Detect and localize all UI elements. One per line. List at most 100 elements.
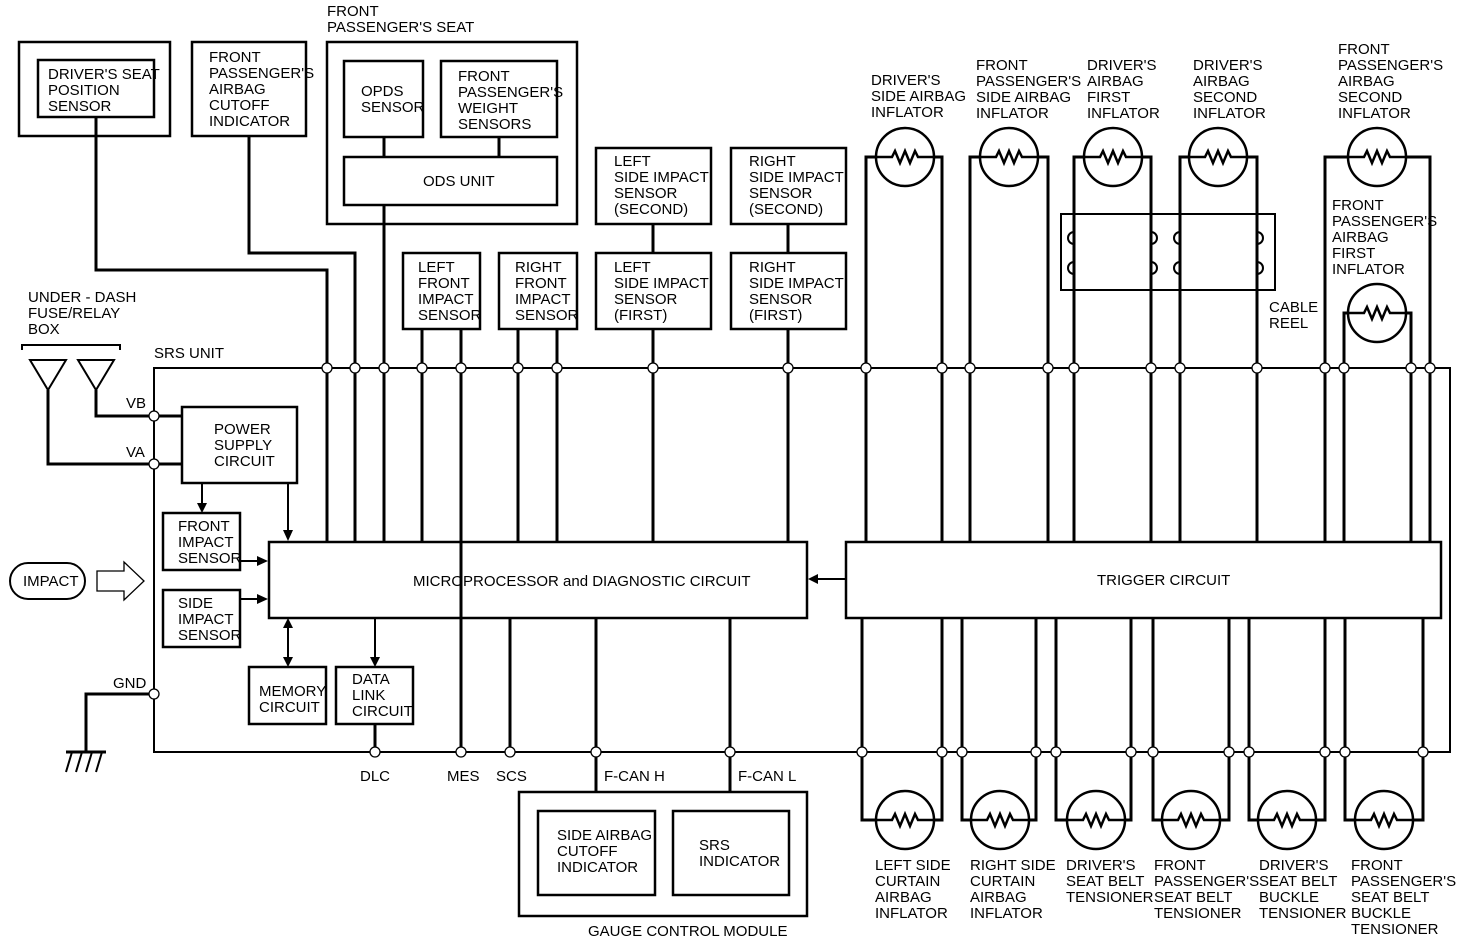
impact-label: IMPACT <box>23 573 79 590</box>
gauge-control-module-box <box>517 790 809 918</box>
junction-dot <box>1243 746 1255 758</box>
junction-dot <box>551 362 563 374</box>
label-line: REEL <box>1269 315 1308 332</box>
label-line: (FIRST) <box>749 307 802 324</box>
label-line: LEFT <box>418 259 455 276</box>
label-line: CURTAIN <box>970 873 1035 890</box>
resistor-icon <box>980 147 1038 167</box>
label-line: AIRBAG <box>1338 73 1395 90</box>
label-line: SENSOR <box>515 307 579 324</box>
internal-wiring <box>197 483 846 667</box>
resistor-icon <box>1348 303 1406 323</box>
label-line: LEFT <box>614 259 651 276</box>
right-front-impact-box <box>497 251 579 331</box>
fcan-h-label: F-CAN H <box>604 768 665 785</box>
resistor-icon <box>1084 147 1142 167</box>
label-line: CUTOFF <box>557 843 618 860</box>
label-line: SENSORS <box>458 116 531 133</box>
impact-arrow-icon <box>96 560 145 602</box>
microprocessor-box <box>267 540 809 620</box>
label-line: CUTOFF <box>209 97 270 114</box>
label-line: SIDE IMPACT <box>749 275 844 292</box>
label-line: SIDE <box>178 595 213 612</box>
label-line: LEFT SIDE <box>875 857 951 874</box>
label-line: SENSOR <box>749 185 813 202</box>
label-line: FRONT <box>178 518 230 535</box>
junction-dot <box>1125 746 1137 758</box>
label-line: CIRCUIT <box>259 699 320 716</box>
junction-dot <box>1030 746 1042 758</box>
junction-dot <box>321 362 333 374</box>
label-line: SEAT BELT <box>1154 889 1232 906</box>
resistor-icon <box>1189 147 1247 167</box>
junction-dot <box>1338 362 1350 374</box>
label-line: OPDS <box>361 83 404 100</box>
impact-pill <box>9 562 86 600</box>
label-line: SIDE AIRBAG <box>976 89 1071 106</box>
fuse-box-symbol <box>21 344 121 392</box>
label-line: FRONT <box>1332 197 1384 214</box>
label-line: BOX <box>28 321 60 338</box>
junction-dot <box>1424 362 1436 374</box>
label-line: INDICATOR <box>209 113 290 130</box>
junction-dot <box>936 362 948 374</box>
label-line: SECOND <box>1193 89 1257 106</box>
front-passengers-seat-box <box>325 40 579 226</box>
label-line: PASSENGER'S <box>1332 213 1437 230</box>
cable-reel <box>1060 213 1276 291</box>
label-line: FRONT <box>1338 41 1390 58</box>
label-line: LINK <box>352 687 385 704</box>
resistor-icon <box>876 147 934 167</box>
front-impact-sensor-box <box>161 511 242 572</box>
srs-unit-box <box>153 367 1451 753</box>
junction-dot <box>1319 362 1331 374</box>
label-line: FUSE/RELAY <box>28 305 120 322</box>
label-line: PASSENGER'S <box>458 84 563 101</box>
junction-dot <box>1068 362 1080 374</box>
junction-dot <box>1050 746 1062 758</box>
label-line: BUCKLE <box>1259 889 1319 906</box>
label-line: SECOND <box>1338 89 1402 106</box>
label-line: SIDE IMPACT <box>749 169 844 186</box>
junction-dot <box>1417 746 1429 758</box>
label-line: CIRCUIT <box>352 703 413 720</box>
label-line: SENSOR <box>614 185 678 202</box>
label-line: FRONT <box>418 275 470 292</box>
label-line: RIGHT <box>749 259 796 276</box>
junction-dot <box>1147 746 1159 758</box>
label-line: IMPACT <box>515 291 571 308</box>
dlc-label: DLC <box>360 768 390 785</box>
resistor-icon <box>1067 810 1125 830</box>
junction-dot <box>1339 746 1351 758</box>
gnd-label: GND <box>113 675 147 692</box>
va-label: VA <box>126 444 145 461</box>
trigger-circuit-label: TRIGGER CIRCUIT <box>1097 572 1230 589</box>
label-line: SENSOR <box>178 627 242 644</box>
label-line: INFLATOR <box>871 104 944 121</box>
label-line: RIGHT <box>749 153 796 170</box>
label-line: (SECOND) <box>614 201 688 218</box>
junction-dot <box>512 362 524 374</box>
junction-dot <box>416 362 428 374</box>
left-front-impact-box <box>401 251 482 331</box>
label-line: DRIVER'S <box>1193 57 1263 74</box>
label-line: INFLATOR <box>976 105 1049 122</box>
resistor-icon <box>1258 810 1316 830</box>
resistor-icon <box>971 810 1029 830</box>
label-line: LEFT <box>614 153 651 170</box>
label-line: IMPACT <box>178 534 234 551</box>
label-line: (FIRST) <box>614 307 667 324</box>
label-line: RIGHT <box>515 259 562 276</box>
label-line: UNDER - DASH <box>28 289 136 306</box>
